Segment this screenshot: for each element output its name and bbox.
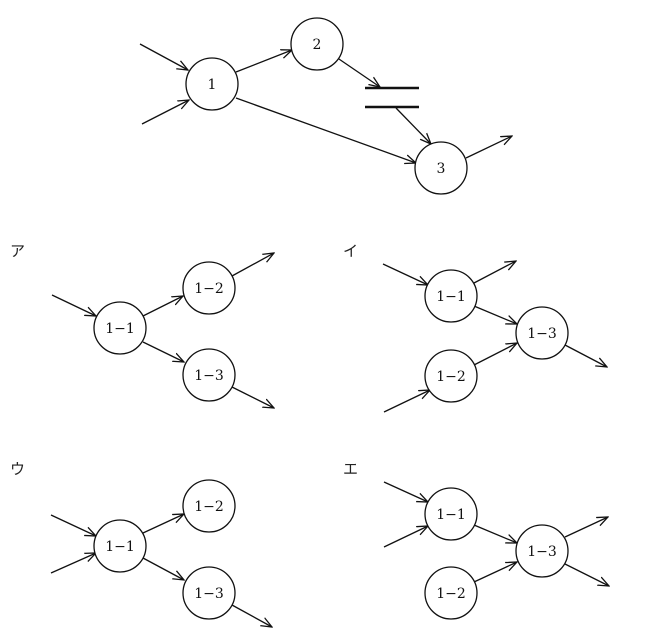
main-edge-buffer-3 bbox=[395, 107, 431, 144]
option-u-node-1-1-label: 1−1 bbox=[105, 539, 135, 555]
option-u-node-1-2: 1−2 bbox=[182, 479, 236, 533]
option-i-node-1-2: 1−2 bbox=[424, 349, 478, 403]
option-a-node-1-1-label: 1−1 bbox=[105, 321, 135, 337]
main-node-1: 1 bbox=[185, 57, 239, 111]
option-i-diagram: 1−1 1−2 1−3 bbox=[382, 261, 607, 413]
option-label-a: ア bbox=[10, 242, 26, 260]
option-label-u: ウ bbox=[10, 460, 26, 478]
option-a-diagram: 1−1 1−2 1−3 bbox=[51, 253, 274, 408]
option-i-node-1-3-label: 1−3 bbox=[527, 326, 557, 342]
option-e-node-1-1-label: 1−1 bbox=[436, 507, 466, 523]
main-node-1-label: 1 bbox=[208, 77, 217, 93]
option-u-node-1-2-label: 1−2 bbox=[194, 499, 224, 515]
option-u-diagram: 1−1 1−2 1−3 bbox=[50, 479, 272, 627]
buffer-symbol bbox=[365, 86, 419, 109]
main-edge-in-lower bbox=[141, 100, 189, 125]
option-a-node-1-2: 1−2 bbox=[182, 261, 236, 315]
main-diagram: 1 2 3 bbox=[139, 17, 512, 195]
option-e-node-1-2-label: 1−2 bbox=[436, 586, 466, 602]
option-i-node-1-3: 1−3 bbox=[515, 306, 569, 360]
option-label-i: イ bbox=[343, 242, 359, 260]
option-e-diagram: 1−1 1−2 1−3 bbox=[383, 481, 609, 620]
option-u-node-1-1: 1−1 bbox=[93, 519, 147, 573]
option-i-node-1-1-label: 1−1 bbox=[436, 289, 466, 305]
main-node-3-label: 3 bbox=[437, 161, 446, 177]
main-node-2-label: 2 bbox=[313, 37, 322, 53]
option-a-node-1-2-label: 1−2 bbox=[194, 281, 224, 297]
main-edge-in-upper bbox=[139, 43, 188, 70]
option-e-node-1-2: 1−2 bbox=[424, 566, 478, 620]
option-i-node-1-1: 1−1 bbox=[424, 269, 478, 323]
option-u-node-1-3: 1−3 bbox=[182, 566, 236, 620]
option-e-node-1-3: 1−3 bbox=[515, 524, 569, 578]
main-edge-2-buffer bbox=[335, 56, 380, 87]
option-a-node-1-1: 1−1 bbox=[93, 301, 147, 355]
option-i-node-1-2-label: 1−2 bbox=[436, 369, 466, 385]
option-a-node-1-3: 1−3 bbox=[182, 348, 236, 402]
main-edge-3-out bbox=[465, 136, 512, 159]
option-a-node-1-3-label: 1−3 bbox=[194, 368, 224, 384]
main-edge-1-2 bbox=[235, 50, 292, 73]
main-node-3: 3 bbox=[414, 141, 468, 195]
option-e-node-1-3-label: 1−3 bbox=[527, 544, 557, 560]
option-u-node-1-3-label: 1−3 bbox=[194, 586, 224, 602]
option-label-e: エ bbox=[343, 460, 359, 478]
option-e-node-1-1: 1−1 bbox=[424, 487, 478, 541]
main-edge-1-3 bbox=[235, 97, 416, 163]
main-node-2: 2 bbox=[290, 17, 344, 71]
